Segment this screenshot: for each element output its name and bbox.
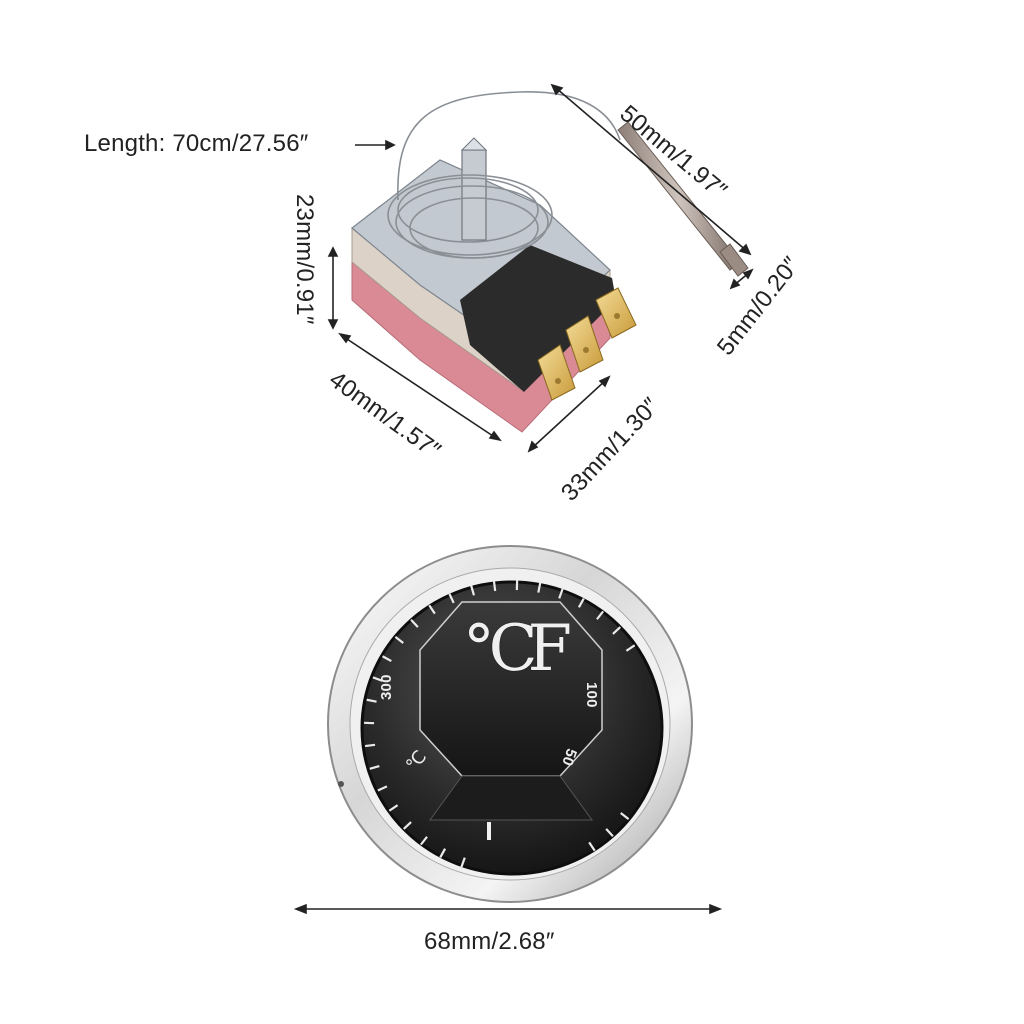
body-height-label: 23mm/0.91″	[291, 194, 318, 325]
terminal-pins	[537, 287, 637, 401]
dial-ticks	[364, 580, 636, 868]
shaft	[461, 149, 487, 241]
thermostat-body	[351, 91, 637, 433]
temperature-probe	[617, 121, 749, 277]
dial-label-100: 100	[583, 682, 600, 708]
knob-diameter-label: 68mm/2.68″	[424, 928, 555, 955]
dial-logo: ℃F	[466, 612, 572, 686]
dimension-lines	[293, 83, 754, 915]
capillary-length-label: Length: 70cm/27.56″	[84, 130, 309, 157]
control-knob[interactable]	[327, 545, 693, 903]
capillary-coil	[387, 91, 621, 259]
dial-label-300: 300	[378, 674, 395, 700]
off-mark	[487, 822, 491, 840]
screw-hole	[338, 781, 344, 787]
